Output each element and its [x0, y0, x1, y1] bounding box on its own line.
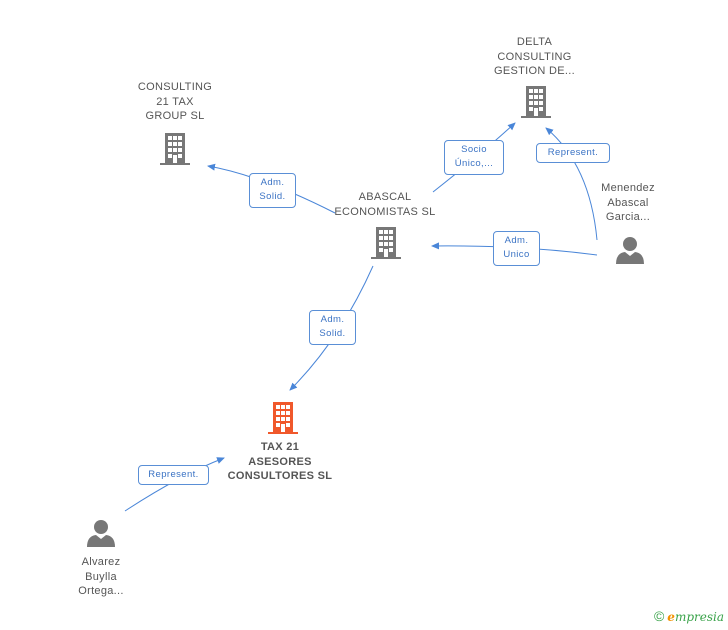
copyright-symbol: ©	[653, 608, 665, 624]
edge-menendez-delta	[545, 127, 598, 241]
edge-label-line: Solid.	[319, 328, 346, 339]
node-label-line: ECONOMISTAS SL	[334, 205, 436, 218]
building-icon[interactable]	[521, 86, 551, 118]
edge-label-abascal-tax21[interactable]: Adm. Solid.	[309, 310, 356, 345]
edge-label-menendez-abascal[interactable]: Adm. Unico	[493, 231, 540, 266]
edge-label-line: Adm.	[320, 314, 345, 325]
edge-label-line: Único,...	[454, 158, 494, 169]
edge-label-line: Unico	[503, 249, 530, 260]
node-label-line: Garcia...	[605, 211, 651, 223]
building-icon[interactable]	[160, 130, 190, 165]
node-label-menendez[interactable]: Menendez Abascal Garcia...	[590, 181, 666, 225]
node-label-line: Abascal	[607, 196, 649, 209]
node-label-line: CONSULTORES SL	[227, 470, 333, 482]
node-label-line: CONSULTING	[137, 81, 213, 93]
edge-label-line: Adm.	[504, 235, 529, 246]
building-icon-main[interactable]	[268, 402, 298, 434]
node-label-line: ASESORES	[248, 455, 312, 468]
node-label-line: ABASCAL	[358, 191, 412, 203]
edge-label-line: Socio	[461, 144, 487, 155]
edge-label-abascal-delta[interactable]: Socio Único,...	[444, 140, 504, 175]
empresia-logo: ©empresia	[654, 608, 724, 624]
node-label-line: CONSULTING	[497, 50, 572, 63]
node-label-line: Alvarez	[81, 556, 121, 568]
building-icon[interactable]	[371, 227, 401, 259]
node-label-line: DELTA	[516, 36, 553, 48]
person-icon[interactable]	[87, 520, 115, 547]
edge-label-alvarez-tax21[interactable]: Represent.	[138, 465, 209, 485]
edge-label-line: Represent.	[547, 147, 599, 158]
edge-label-line: Represent.	[148, 469, 199, 480]
edge-label-line: Solid.	[259, 191, 286, 202]
brand-initial: e	[667, 610, 675, 624]
node-label-line: Buylla	[85, 570, 117, 583]
edge-label-abascal-consulting21[interactable]: Adm. Solid.	[249, 173, 296, 208]
node-label-line: GROUP SL	[145, 110, 205, 122]
node-label-line: GESTION DE...	[494, 65, 575, 77]
brand-name: empresia	[667, 610, 724, 624]
node-label-line: TAX 21	[260, 441, 300, 453]
node-label-tax21[interactable]: TAX 21 ASESORES CONSULTORES SL	[210, 440, 350, 484]
node-label-delta[interactable]: DELTA CONSULTING GESTION DE...	[472, 35, 597, 79]
node-label-line: Menendez	[601, 182, 655, 194]
node-label-alvarez[interactable]: Alvarez Buylla Ortega...	[62, 555, 140, 599]
person-icon[interactable]	[616, 237, 644, 264]
node-label-line: Ortega...	[78, 585, 124, 597]
node-label-consulting21[interactable]: CONSULTING 21 TAX GROUP SL	[110, 80, 240, 124]
edge-label-line: Adm.	[260, 177, 285, 188]
edge-label-menendez-delta[interactable]: Represent.	[536, 143, 610, 163]
brand-rest: mpresia	[674, 610, 724, 624]
node-label-line: 21 TAX	[156, 95, 194, 108]
node-label-abascal[interactable]: ABASCAL ECONOMISTAS SL	[320, 190, 450, 219]
